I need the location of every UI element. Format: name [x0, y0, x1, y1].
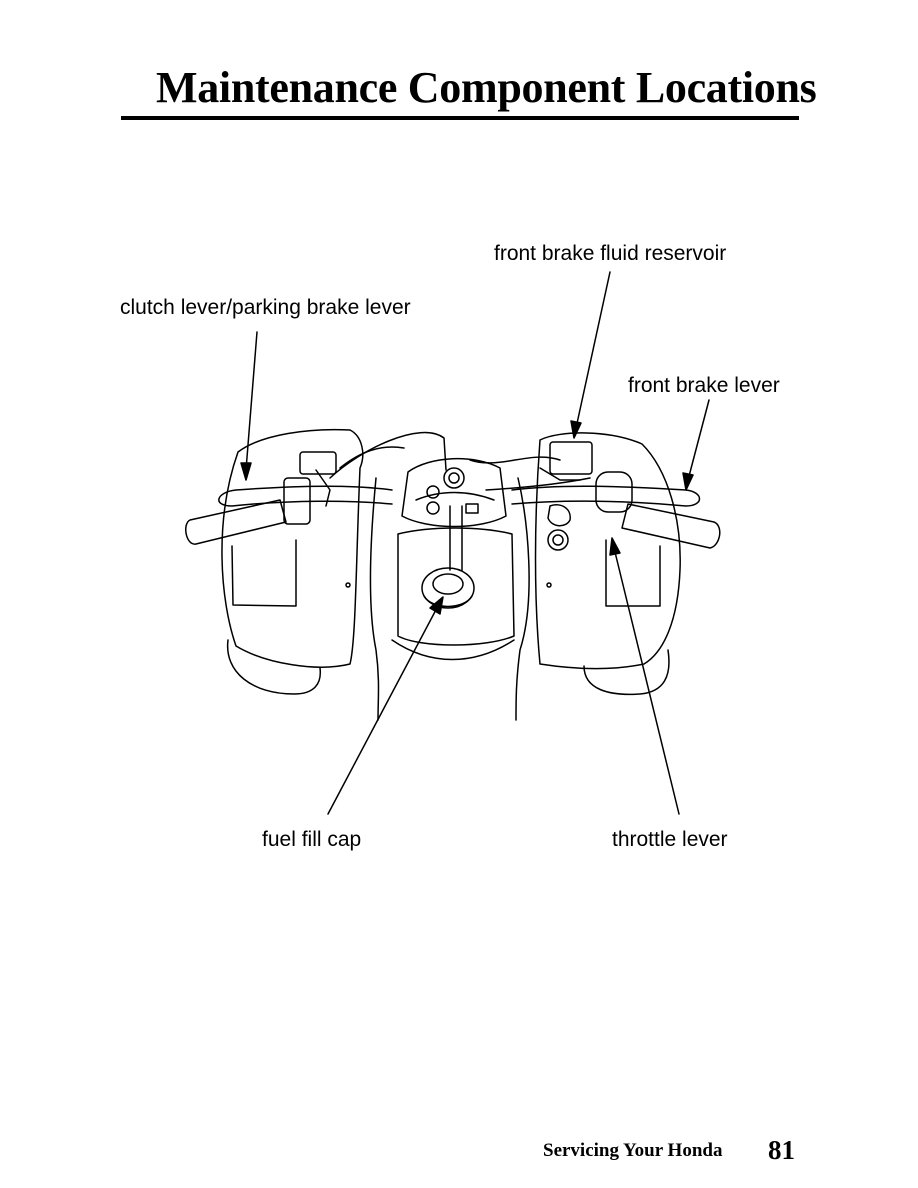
leader-lines [240, 271, 710, 815]
label-fuel-fill-cap: fuel fill cap [262, 828, 362, 851]
left-fender [221, 428, 364, 695]
label-clutch-parking-brake-lever: clutch lever/parking brake lever [120, 296, 411, 319]
cables [329, 431, 591, 491]
instrument-panel [401, 457, 571, 551]
page-number: 81 [768, 1135, 795, 1165]
fuel-cap [421, 505, 475, 609]
label-front-brake-fluid-reservoir: front brake fluid reservoir [494, 242, 727, 265]
handlebar-right [511, 441, 721, 549]
footer-section-title: Servicing Your Honda [543, 1140, 723, 1161]
title-rule [121, 116, 799, 120]
right-fender [534, 432, 681, 696]
page-title: Maintenance Component Locations [156, 63, 817, 112]
fuel-tank-body [369, 477, 530, 721]
label-front-brake-lever: front brake lever [628, 374, 780, 397]
label-throttle-lever: throttle lever [612, 828, 728, 851]
handlebar-left [184, 451, 393, 545]
